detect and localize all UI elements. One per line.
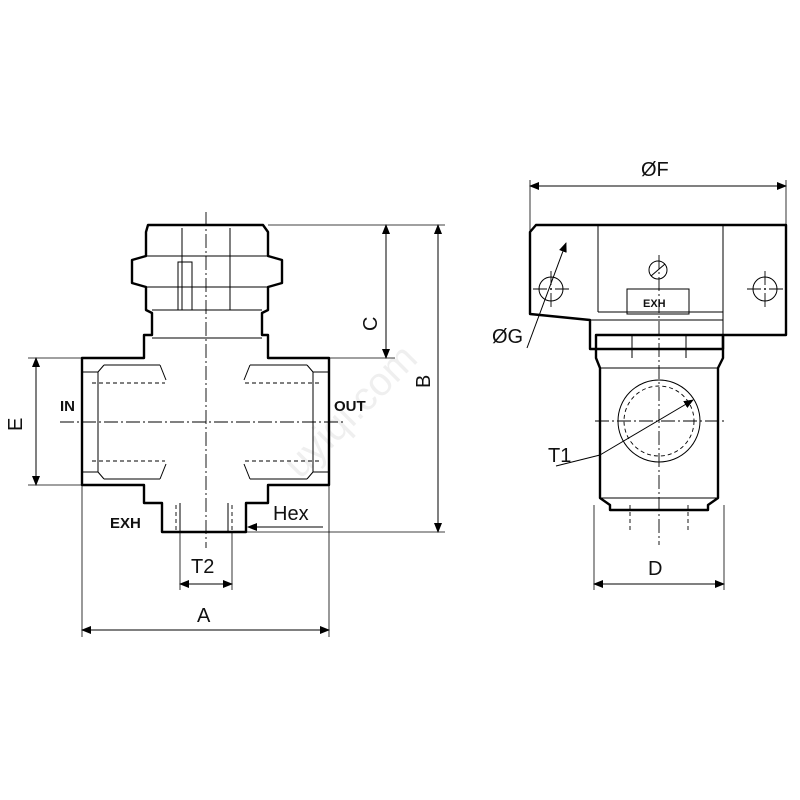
front-dimensions — [28, 224, 445, 637]
dim-g-label: ØG — [492, 326, 523, 348]
exhaust-screw — [648, 260, 668, 280]
dim-d-label: D — [648, 558, 662, 580]
side-view-body — [594, 333, 725, 512]
dim-t2-label: T2 — [191, 556, 214, 578]
outlet-label: OUT — [334, 398, 366, 415]
side-exhaust-label: EXH — [643, 298, 666, 310]
exhaust-thread — [175, 503, 233, 532]
dim-b-label: B — [413, 375, 435, 388]
dim-f-label: ØF — [641, 159, 669, 181]
dim-hex-label: Hex — [273, 503, 309, 525]
dim-e-label: E — [5, 418, 27, 431]
front-view — [60, 212, 345, 548]
dim-t1-label: T1 — [548, 445, 571, 467]
exhaust-vent — [626, 288, 690, 315]
dim-a-label: A — [197, 605, 211, 627]
dim-c-label: C — [360, 317, 382, 331]
exhaust-label: EXH — [110, 515, 141, 532]
front-view-outline — [80, 223, 331, 534]
inlet-thread — [82, 364, 167, 480]
side-view-flange — [528, 223, 788, 351]
side-dimensions — [526, 180, 787, 590]
side-view — [528, 223, 788, 545]
inlet-label: IN — [60, 398, 75, 415]
